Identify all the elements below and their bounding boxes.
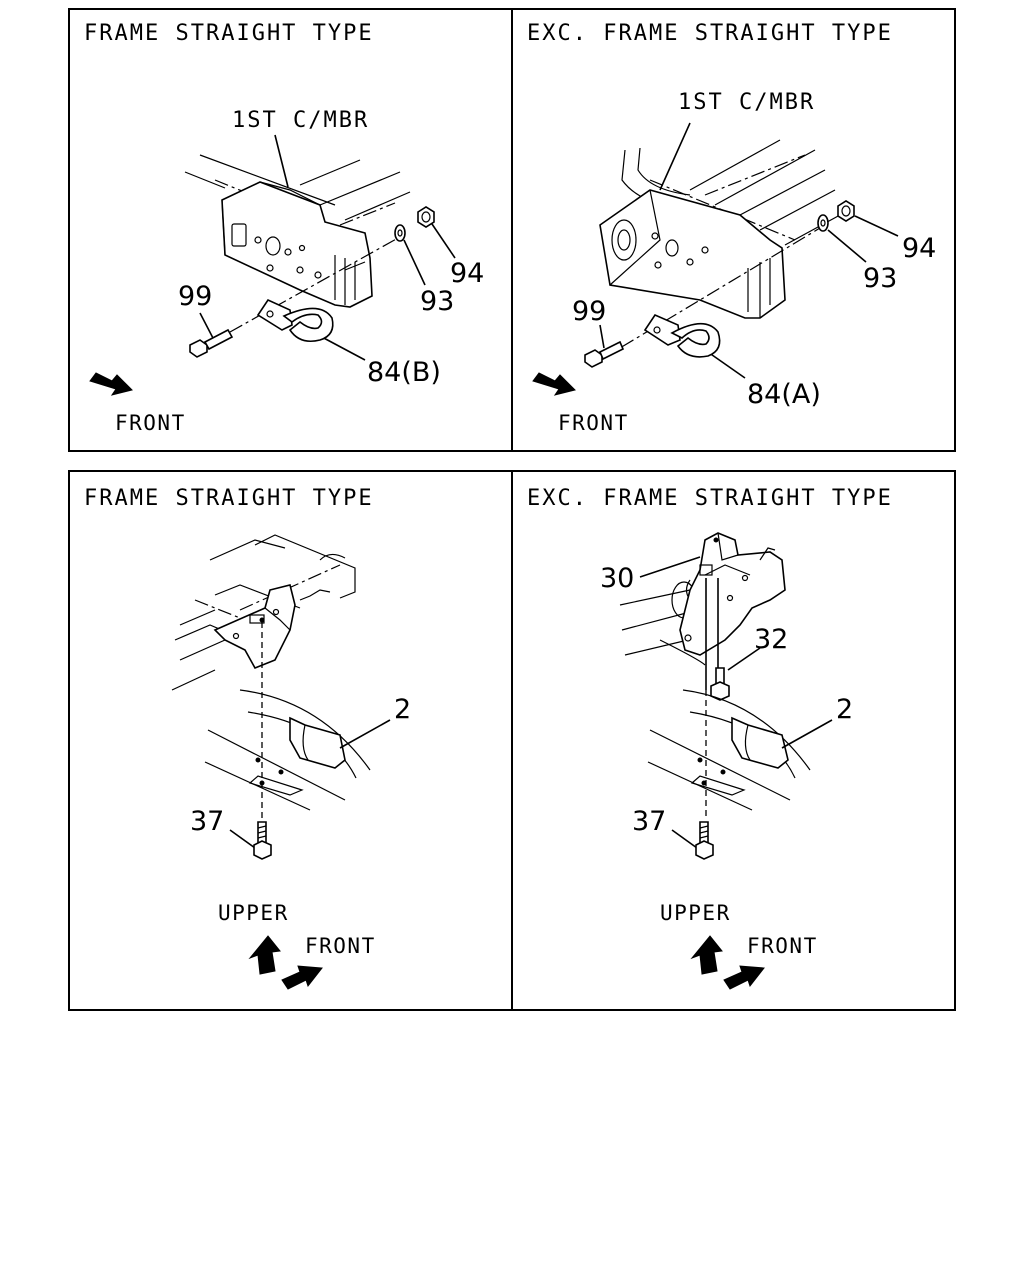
front-arrow-icon (532, 372, 576, 396)
front-label: FRONT (747, 934, 818, 958)
front-label: FRONT (558, 411, 629, 435)
member-label: 1ST C/MBR (232, 108, 369, 133)
callout-30: 30 (600, 563, 634, 594)
front-label: FRONT (305, 934, 376, 958)
bolt-37 (253, 821, 272, 860)
callout-84a: 84(A) (747, 379, 821, 410)
bumper-2 (731, 716, 789, 769)
tow-hook-84b (256, 298, 334, 343)
bracket (213, 584, 296, 670)
front-label: FRONT (115, 411, 186, 435)
front-arrow-icon (89, 372, 133, 396)
callout-2: 2 (394, 694, 411, 725)
panel-frame-straight-bumper: FRAME STRAIGHT TYPE (84, 486, 411, 990)
panel-title: FRAME STRAIGHT TYPE (84, 21, 374, 46)
panel-exc-frame-straight-hook: EXC. FRAME STRAIGHT TYPE 1ST C/MBR (527, 21, 936, 435)
callout-84b: 84(B) (367, 357, 441, 388)
panel-title: EXC. FRAME STRAIGHT TYPE (527, 21, 893, 46)
upper-label: UPPER (660, 901, 731, 925)
callout-37: 37 (632, 806, 666, 837)
bolt-99 (584, 340, 625, 368)
callout-99: 99 (178, 281, 212, 312)
member-label: 1ST C/MBR (678, 90, 815, 115)
callout-94: 94 (902, 233, 936, 264)
panel-title: EXC. FRAME STRAIGHT TYPE (527, 486, 893, 511)
callout-2: 2 (836, 694, 853, 725)
tow-hook-84a (643, 313, 721, 358)
callout-99: 99 (572, 296, 606, 327)
callout-37: 37 (190, 806, 224, 837)
callout-93: 93 (863, 263, 897, 294)
bolt-37 (695, 821, 714, 860)
panel-frame-straight-hook: FRAME STRAIGHT TYPE 1ST C/MBR (84, 21, 484, 435)
front-arrow-icon (723, 965, 765, 990)
upper-arrow-icon (690, 935, 723, 975)
front-arrow-icon (281, 965, 323, 990)
washer-93 (394, 224, 406, 242)
upper-label: UPPER (218, 901, 289, 925)
panel-exc-frame-straight-bumper: EXC. FRAME STRAIGHT TYPE (527, 486, 893, 990)
callout-93: 93 (420, 286, 454, 317)
nut-94 (837, 200, 855, 222)
callout-32: 32 (754, 624, 788, 655)
crossmember-bracket (221, 181, 373, 308)
callout-94: 94 (450, 258, 484, 289)
panel-title: FRAME STRAIGHT TYPE (84, 486, 374, 511)
nut-94 (417, 206, 435, 228)
bumper-2 (289, 716, 346, 769)
bolt-32 (710, 667, 730, 701)
upper-arrow-icon (248, 935, 281, 975)
crossmember-bracket (599, 189, 786, 319)
washer-93 (817, 214, 829, 232)
bolt-99 (189, 328, 234, 358)
